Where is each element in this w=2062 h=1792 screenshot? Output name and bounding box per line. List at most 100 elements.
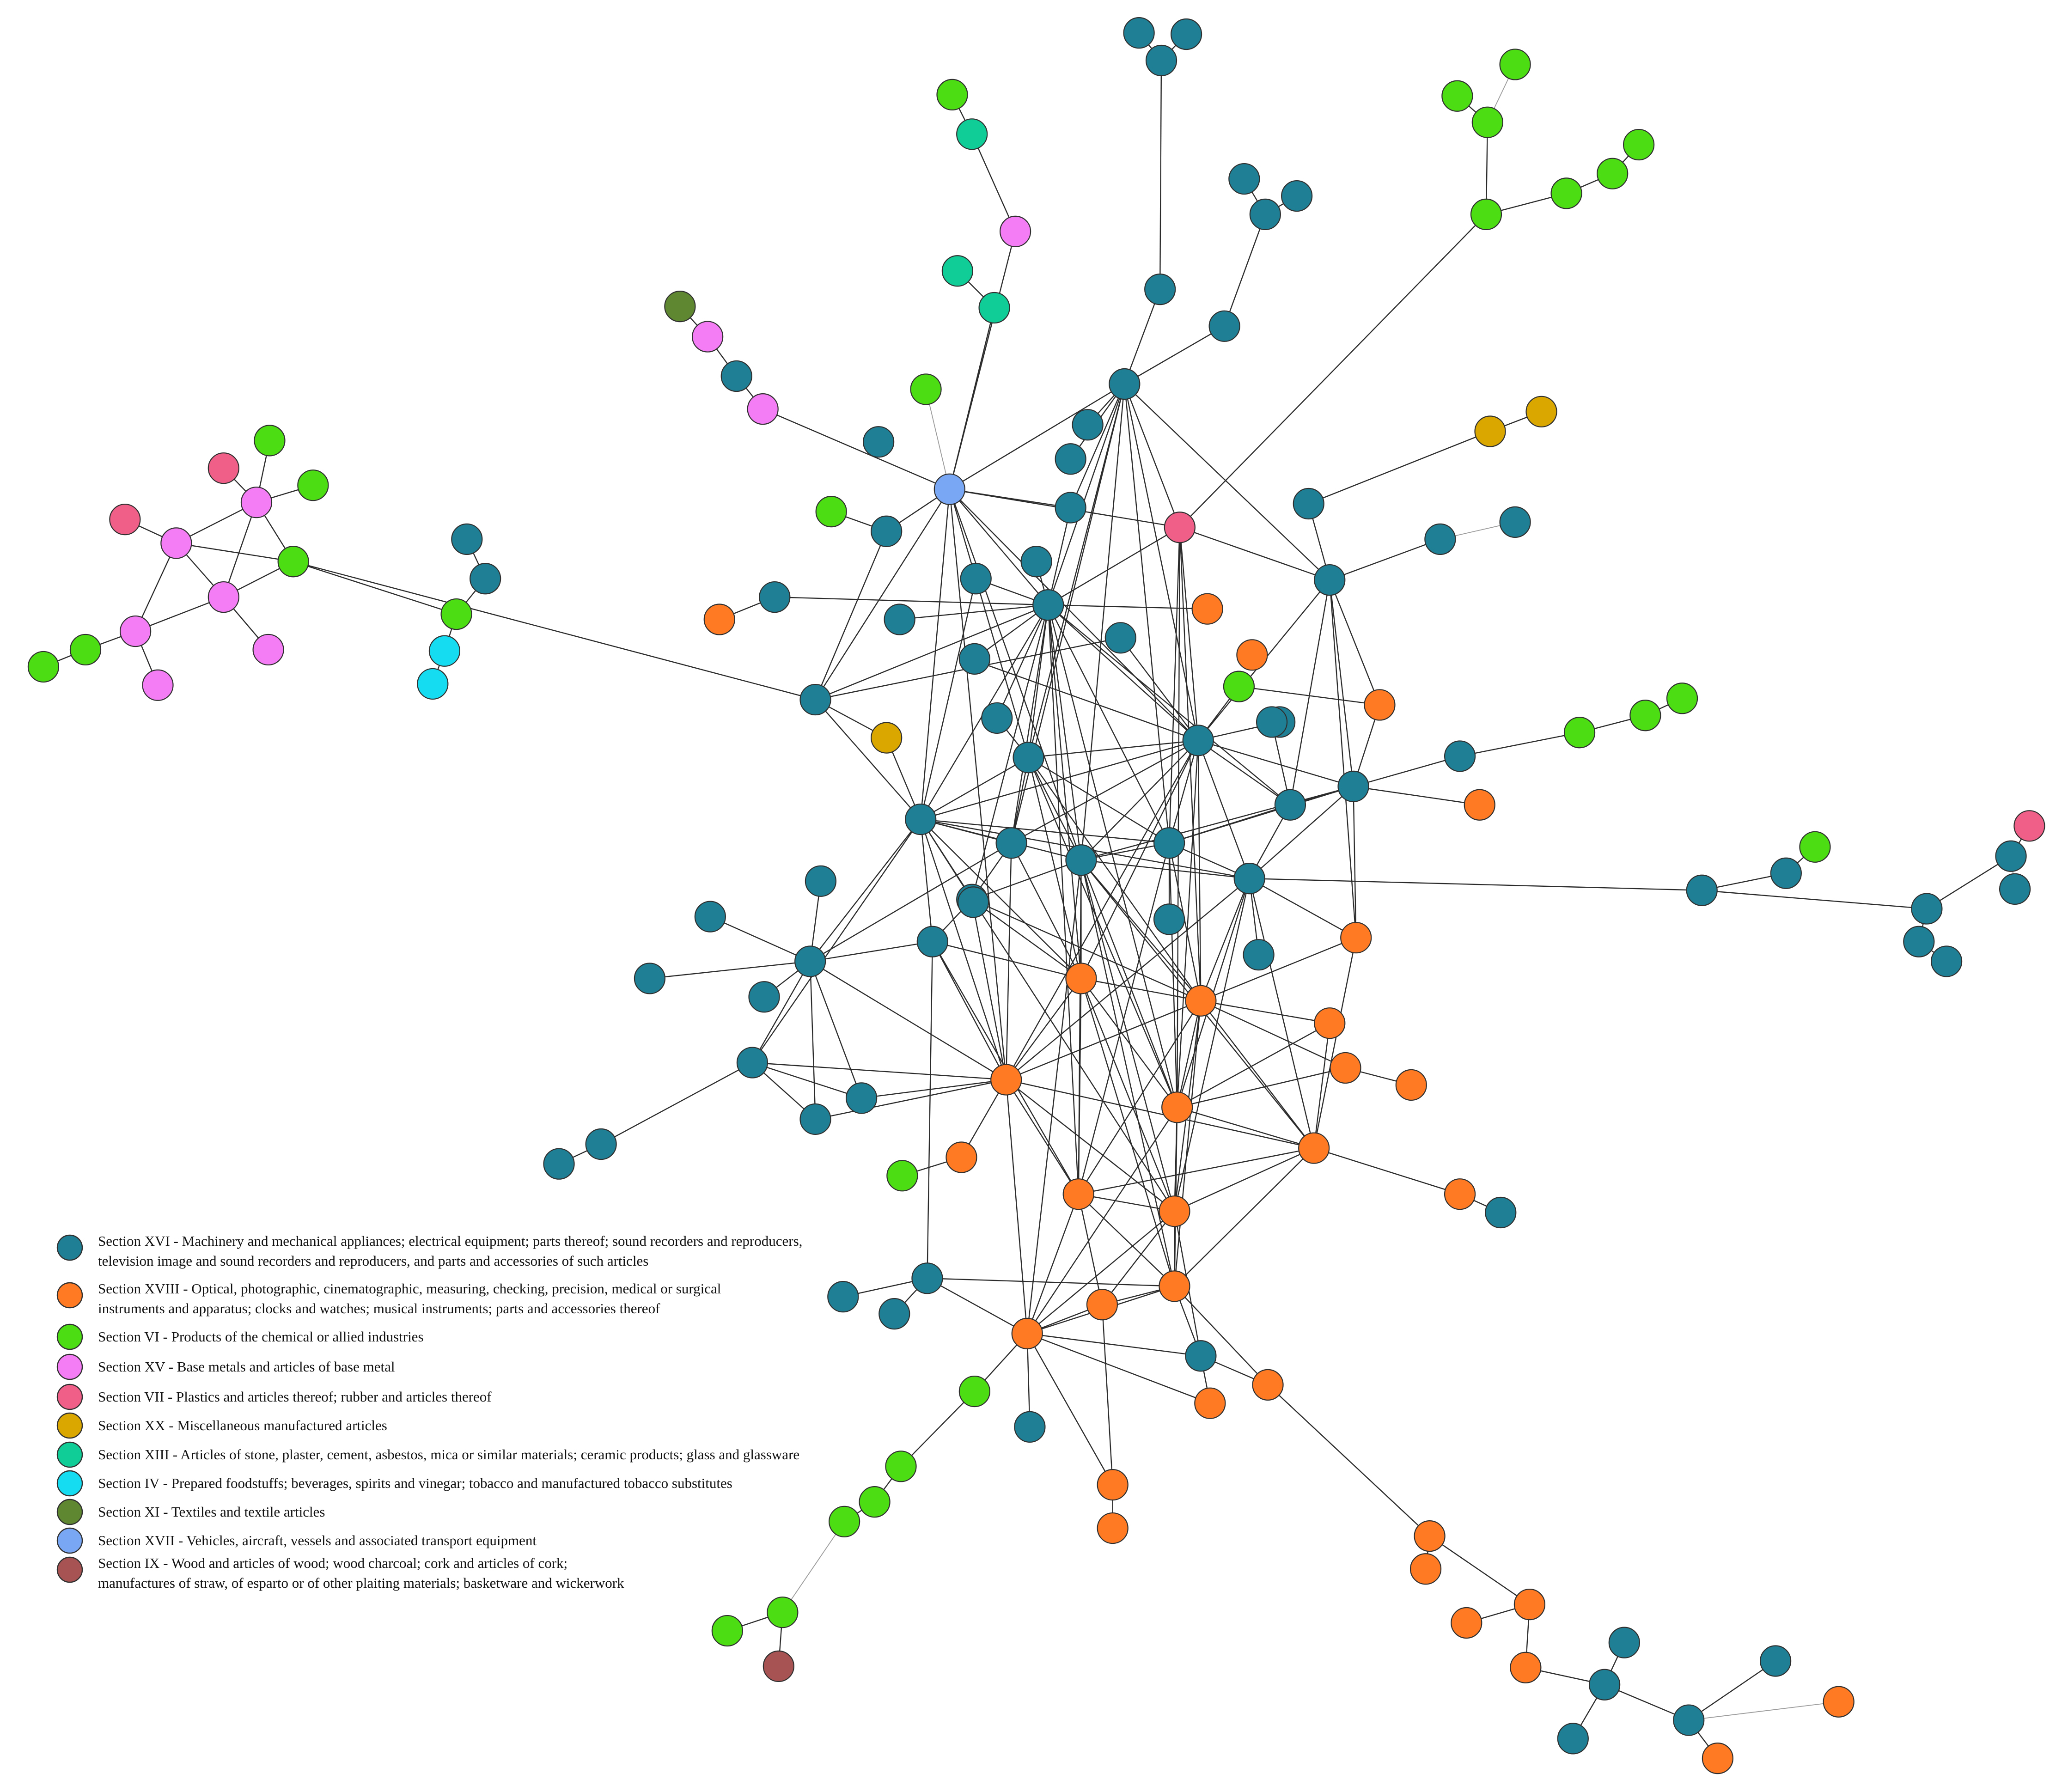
edge — [949, 488, 1199, 741]
legend-marker-s18 — [56, 1282, 83, 1309]
legend-label-s11: Section XI - Textiles and textile articl… — [98, 1504, 325, 1520]
node-s16 — [1104, 622, 1136, 654]
edge — [971, 859, 1081, 900]
edge — [1329, 579, 1380, 705]
node-s16 — [1185, 1340, 1217, 1372]
node-s16 — [1673, 1704, 1705, 1736]
edge — [1101, 1304, 1113, 1485]
node-s20 — [1525, 396, 1557, 427]
node-s16 — [957, 886, 989, 918]
legend-marker-s4 — [56, 1470, 83, 1497]
edge — [1048, 507, 1071, 605]
edge — [1329, 538, 1440, 581]
legend-marker-s15 — [56, 1353, 83, 1380]
node-s15 — [692, 321, 724, 353]
edge — [1028, 605, 1049, 758]
node-s16 — [1274, 789, 1306, 821]
node-s6 — [1563, 717, 1596, 749]
node-s18 — [1510, 1652, 1542, 1683]
node-s16 — [1014, 1411, 1046, 1443]
node-s16 — [878, 1298, 910, 1330]
edge — [1198, 740, 1291, 805]
edge — [1048, 384, 1125, 605]
edge — [815, 531, 887, 700]
node-s18 — [1194, 1387, 1226, 1419]
edge — [1027, 1333, 1201, 1357]
node-s16 — [1072, 409, 1104, 441]
node-s16 — [1182, 725, 1214, 756]
edge — [1006, 1079, 1314, 1149]
node-s16 — [543, 1148, 575, 1180]
edge — [1048, 527, 1180, 606]
node-s6 — [1666, 683, 1698, 714]
legend-marker-s17 — [56, 1527, 83, 1554]
edge — [1168, 843, 1178, 1108]
edge — [1249, 878, 1315, 1148]
edge — [1101, 1211, 1175, 1305]
edge — [1070, 384, 1125, 508]
edge — [971, 899, 1201, 1001]
node-s16 — [1911, 893, 1943, 925]
node-s16 — [1228, 163, 1260, 195]
node-s18 — [1464, 789, 1495, 821]
edge — [927, 1278, 1175, 1287]
node-s9 — [763, 1650, 794, 1682]
node-s18 — [1097, 1512, 1129, 1544]
edge — [810, 961, 1007, 1080]
node-s16 — [1153, 903, 1185, 935]
edge — [1080, 740, 1199, 861]
edge — [1048, 604, 1170, 843]
edge — [782, 1521, 845, 1613]
edge — [1124, 325, 1225, 385]
edge — [949, 488, 1049, 605]
edge — [751, 819, 921, 1063]
node-s18 — [1159, 1270, 1190, 1302]
edge — [932, 941, 1007, 1080]
edge — [1026, 860, 1082, 1334]
node-s18 — [1298, 1132, 1330, 1164]
node-s18 — [1414, 1520, 1446, 1552]
node-s16 — [1485, 1196, 1517, 1229]
edge — [971, 899, 1007, 1080]
edge — [1080, 978, 1175, 1212]
node-s16 — [634, 963, 666, 994]
edge — [1177, 1067, 1346, 1108]
edge — [920, 740, 1199, 820]
node-s18 — [1364, 689, 1396, 721]
node-s6 — [1550, 177, 1582, 209]
node-s6 — [815, 495, 847, 528]
node-s6 — [1471, 106, 1503, 138]
edge — [1174, 1107, 1178, 1212]
node-s16 — [1055, 492, 1086, 524]
edge — [900, 1391, 975, 1467]
edge — [949, 307, 995, 489]
edge — [1011, 740, 1199, 844]
edge — [1005, 1079, 1028, 1334]
node-s18 — [946, 1141, 977, 1173]
node-s16 — [1153, 827, 1185, 859]
edge — [949, 384, 1125, 490]
edge — [1027, 1333, 1210, 1404]
legend-label-s4: Section IV - Prepared foodstuffs; bevera… — [98, 1475, 732, 1491]
legend-label-s6: Section VI - Products of the chemical or… — [98, 1329, 424, 1345]
node-s6 — [711, 1615, 743, 1647]
edge — [1174, 1147, 1314, 1287]
node-s16 — [470, 563, 501, 595]
node-s16 — [736, 1047, 769, 1079]
node-s16 — [1123, 17, 1155, 49]
node-s16 — [585, 1128, 617, 1160]
edge — [1078, 978, 1082, 1195]
edge — [899, 604, 1049, 620]
edge — [710, 916, 811, 962]
node-s18 — [1086, 1289, 1118, 1321]
node-s16 — [694, 901, 726, 933]
node-s16 — [759, 581, 791, 613]
edge — [1006, 978, 1082, 1080]
legend-label-s16: television image and sound recorders and… — [98, 1253, 648, 1269]
edge — [1200, 1000, 1315, 1149]
edge — [1078, 842, 1170, 1195]
edge — [815, 489, 950, 700]
edge — [1313, 1147, 1460, 1195]
edge — [1200, 1000, 1346, 1069]
edge — [1080, 859, 1202, 1001]
